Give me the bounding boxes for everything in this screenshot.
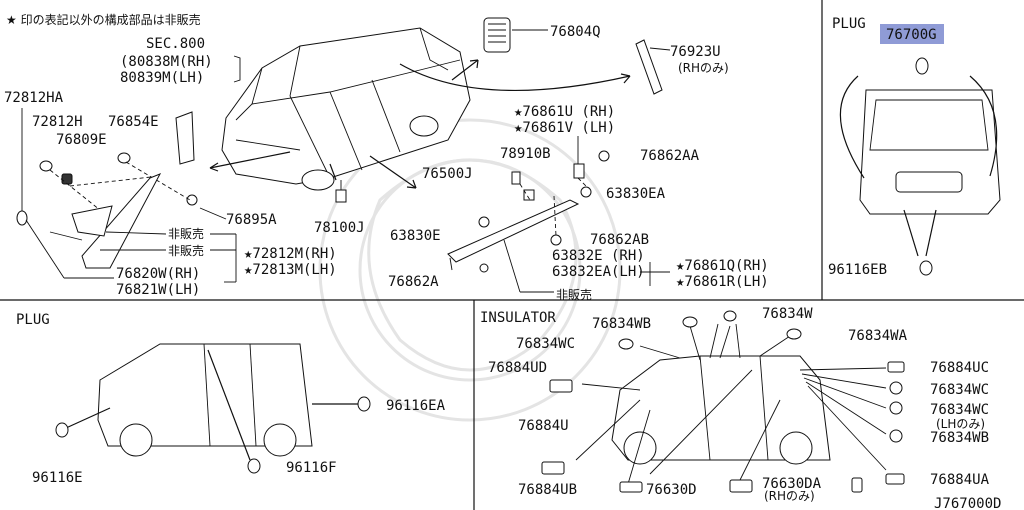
part-label: 63832EA(LH): [552, 264, 645, 280]
part-label: 76884U: [518, 418, 569, 434]
part-label: 76862AB: [590, 232, 649, 248]
section-ref-rh: (80838M(RH): [120, 54, 213, 70]
part-label: 76884UB: [518, 482, 577, 498]
arrows-top-left: [209, 59, 631, 189]
part-label: 76630DA: [762, 476, 822, 492]
part-label: 76895A: [226, 212, 277, 228]
part-label: 76884UA: [930, 472, 990, 488]
part-label: 76923U: [670, 44, 721, 60]
part-label: 63830E: [390, 228, 441, 244]
panel-title-insulator: INSULATOR: [480, 310, 556, 326]
part-label: 76821W(LH): [116, 282, 200, 298]
part-label: 76500J: [422, 166, 473, 182]
vent-parts: [483, 17, 671, 95]
part-label: 76884UD: [488, 360, 547, 376]
part-label: 76834WC: [930, 402, 989, 418]
part-label: 76834WC: [930, 382, 989, 398]
panel-title-plug-side: PLUG: [16, 312, 50, 328]
non-sale-label: 非販売: [556, 287, 592, 302]
non-sale-label: 非販売: [168, 226, 204, 241]
pillar-trim: [25, 173, 162, 279]
star-part-label: ★76861V (LH): [514, 120, 615, 136]
van-insulator-view: [611, 355, 831, 465]
star-part-label: ★76861R(LH): [676, 274, 769, 290]
part-note: (RHのみ): [764, 489, 815, 503]
clip-parts-left: [16, 111, 347, 226]
insulator-arrows: [575, 323, 887, 485]
part-label: 96116EB: [828, 262, 887, 278]
van-side-view: [55, 343, 371, 474]
part-label: 96116F: [286, 460, 337, 476]
part-label: 76884UC: [930, 360, 989, 376]
part-label: 78100J: [314, 220, 365, 236]
star-part-label: ★76861Q(RH): [676, 258, 769, 274]
watermark: [318, 118, 622, 422]
part-label: 96116EA: [386, 398, 446, 414]
part-note: (RHのみ): [678, 61, 729, 75]
section-bracket: [233, 55, 241, 83]
part-label: 76834WA: [848, 328, 908, 344]
legend-note: ★ 印の表記以外の構成部品は非販売: [6, 12, 201, 27]
section-ref-lh: 80839M(LH): [120, 70, 204, 86]
side-sill: [447, 150, 610, 273]
part-label: 96116E: [32, 470, 83, 486]
part-label: 76809E: [56, 132, 107, 148]
panel-title-plug-rear: PLUG: [832, 16, 866, 32]
part-label: 76630D: [646, 482, 697, 498]
star-part-label: ★76861U (RH): [514, 104, 615, 120]
part-label: 63830EA: [606, 186, 666, 202]
part-label: 76862AA: [640, 148, 700, 164]
van-rear-view: [839, 57, 1001, 276]
part-label: 76834WB: [930, 430, 989, 446]
part-label: 76854E: [108, 114, 159, 130]
non-sale-label: 非販売: [168, 243, 204, 258]
part-label: 72812H: [32, 114, 83, 130]
van-illustration-main: [221, 27, 471, 191]
star-part-label: ★72812M(RH): [244, 246, 337, 262]
part-label: 78910B: [500, 146, 551, 162]
highlight-box: [880, 24, 944, 44]
part-note: (LHのみ): [936, 417, 985, 431]
part-label: 76862A: [388, 274, 439, 290]
section-reference: SEC.800: [146, 36, 205, 52]
diagram-id: J767000D: [934, 496, 1001, 510]
part-label: 76834WC: [516, 336, 575, 352]
part-label: 63832E (RH): [552, 248, 645, 264]
highlighted-part-label[interactable]: 76700G: [886, 27, 937, 43]
part-label: 76820W(RH): [116, 266, 200, 282]
star-part-label: ★72813M(LH): [244, 262, 337, 278]
part-label: 76804Q: [550, 24, 601, 40]
insulator-pads: [541, 310, 905, 493]
part-label: 72812HA: [4, 90, 64, 106]
part-label: 76834W: [762, 306, 813, 322]
part-label: 76834WB: [592, 316, 651, 332]
